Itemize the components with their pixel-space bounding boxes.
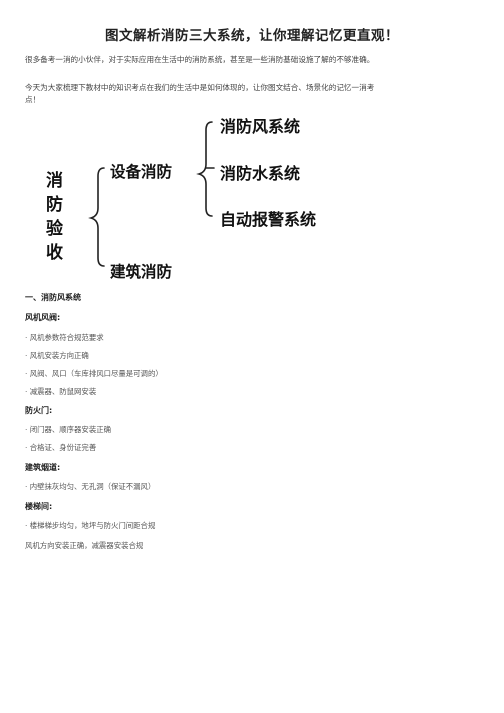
water-system-label: 消防水系统 xyxy=(220,164,301,183)
building-fire-label: 建筑消防 xyxy=(110,262,173,281)
intro-paragraph-2: 今天为大家梳理下教材中的知识考点在我们的生活中是如何体现的，让你图文结合、场景化… xyxy=(25,83,375,104)
list-item: · 风机参数符合规范要求 xyxy=(25,333,104,342)
mind-map-brackets xyxy=(88,121,215,267)
group-title-fan-valve: 风机风阀: xyxy=(25,313,61,322)
ventilation-system-label: 消防风系统 xyxy=(220,117,301,136)
list-item: · 风阀、风口（车库排风口尽量是可调的） xyxy=(25,369,163,378)
root-char-4: 收 xyxy=(46,243,63,263)
group-title-flue: 建筑烟道: xyxy=(25,463,61,472)
list-item: 风机方向安装正确，减震器安装合规 xyxy=(25,541,144,550)
intro-paragraph-1: 很多备考一消的小伙伴，对于实际应用在生活中的消防系统，甚至是一些消防基础设施了解… xyxy=(25,55,375,64)
list-item: · 合格证、身份证完善 xyxy=(25,443,97,452)
group-title-fire-door: 防火门: xyxy=(25,406,53,415)
alarm-system-label: 自动报警系统 xyxy=(220,210,317,229)
list-item: · 风机安装方向正确 xyxy=(25,351,89,360)
equipment-fire-label: 设备消防 xyxy=(110,162,173,181)
root-brace xyxy=(88,167,105,267)
equipment-brace xyxy=(196,121,213,217)
section-heading: 一、消防风系统 xyxy=(25,293,81,302)
root-char-1: 消 xyxy=(46,171,63,191)
group-title-stairwell: 楼梯间: xyxy=(25,502,53,511)
list-item: · 内壁抹灰均匀、无孔洞（保证不漏风） xyxy=(25,482,156,491)
list-item: · 减震器、防鼠网安装 xyxy=(25,387,97,396)
root-char-2: 防 xyxy=(46,195,63,215)
list-item: · 闭门器、顺序器安装正确 xyxy=(25,425,111,434)
fire-acceptance-mind-map: 消 防 验 收 设备消防 建筑消防 消防风系统 消防水系统 自动报警系统 xyxy=(40,110,360,290)
list-item: · 楼梯梯步均匀，地坪与防火门间距合规 xyxy=(25,521,156,530)
root-char-3: 验 xyxy=(46,219,63,239)
article-title: 图文解析消防三大系统，让你理解记忆更直观！ xyxy=(105,28,399,44)
